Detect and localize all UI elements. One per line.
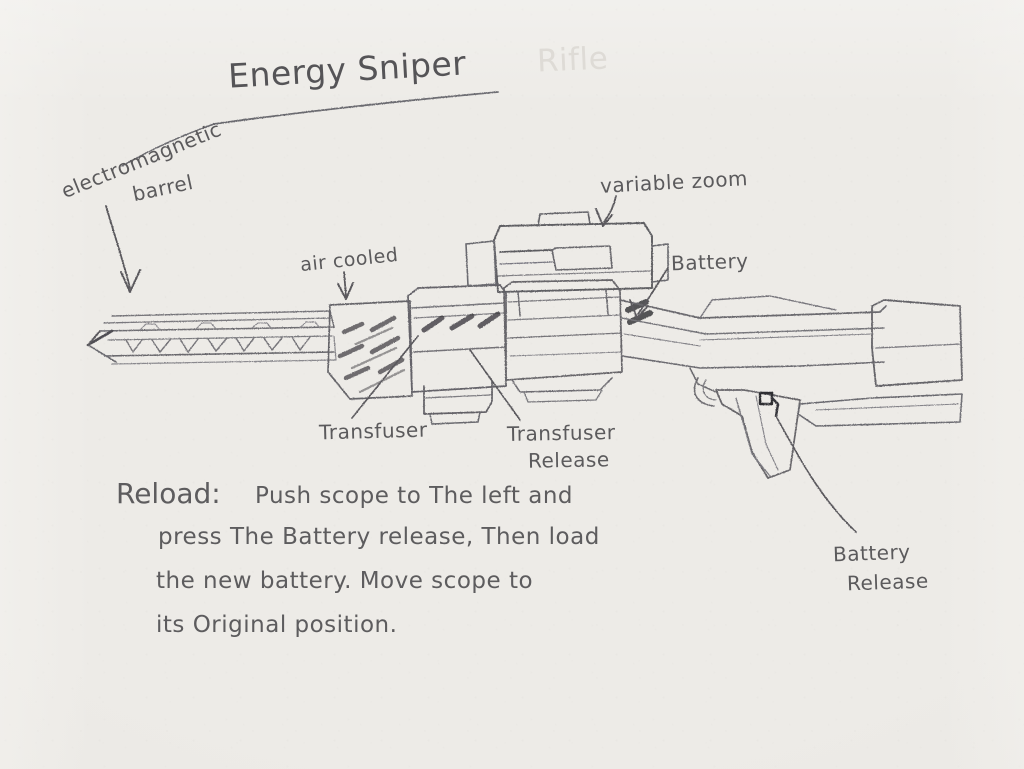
electromagnetic-barrel-group: [86, 310, 337, 365]
label-battery: Battery: [670, 248, 749, 276]
receiver-body-group: [503, 279, 653, 403]
label-transfuser: Transfuser: [318, 417, 428, 445]
stock-grip-group: [619, 295, 963, 479]
instructions-line-4: its Original position.: [156, 612, 398, 638]
battery-release-button: [758, 391, 780, 418]
title-erased-word: Rifle: [536, 40, 610, 80]
label-battery-release-line1: Battery: [832, 539, 911, 567]
title-underline: [121, 91, 499, 167]
leader-lines: [105, 195, 857, 533]
transfuser-release-lever: [423, 381, 493, 425]
instructions-line-2: press The Battery release, Then load: [158, 524, 600, 550]
label-transfuser-release-line2: Release: [527, 447, 610, 473]
variable-zoom-scope-group: [465, 211, 669, 317]
instructions-heading: Reload:: [116, 477, 221, 510]
instructions-line-3: the new battery. Move scope to: [156, 568, 534, 594]
transfuser-block-group: [407, 284, 507, 425]
air-cooled-shroud-group: [327, 300, 413, 400]
label-battery-release-line2: Release: [846, 568, 930, 596]
label-transfuser-release-line1: Transfuser: [506, 420, 616, 446]
instructions-line-1: Push scope to The left and: [255, 483, 573, 509]
